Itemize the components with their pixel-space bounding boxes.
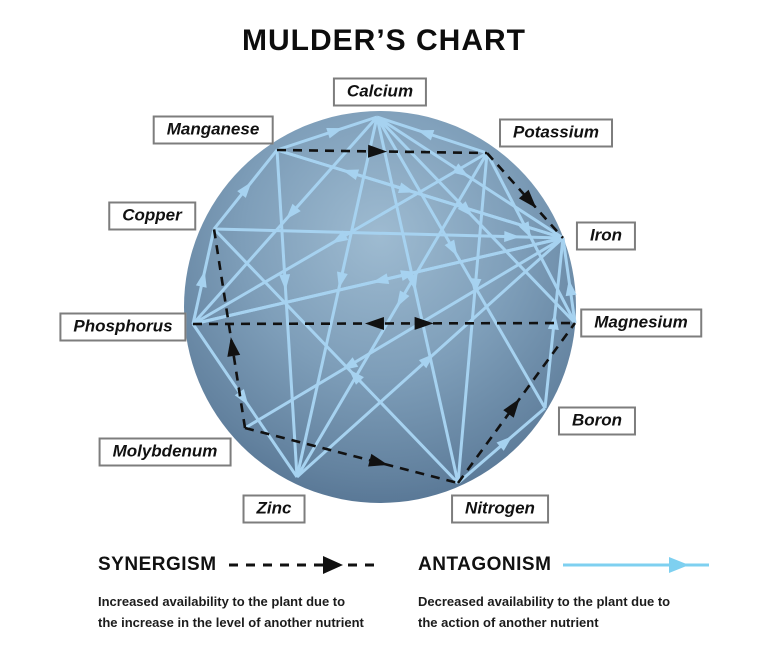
antagonism-lines bbox=[191, 115, 577, 485]
arrowhead-P-Zn bbox=[234, 389, 249, 406]
arrowhead-B-Fe bbox=[547, 313, 559, 330]
arrowhead-Cu-Fe bbox=[504, 230, 521, 242]
edge-antagonism-Mn-Ca bbox=[276, 115, 378, 152]
edge-antagonism-Ca-Fe bbox=[376, 115, 564, 240]
arrowhead-K-Zn bbox=[396, 290, 410, 308]
antagonism-arrow-icon bbox=[563, 557, 710, 573]
synergism-dashed-arrow-icon bbox=[228, 556, 375, 574]
antagonism-title: ANTAGONISM bbox=[418, 554, 552, 575]
edge-antagonism-Ca-N bbox=[375, 116, 460, 484]
arrowhead-K-Ca bbox=[417, 129, 435, 141]
arrowhead-Mo-Cu bbox=[227, 337, 241, 357]
legend-antagonism: ANTAGONISM Decreased availability to the… bbox=[418, 552, 738, 634]
arrowhead-Cu-Mn bbox=[237, 181, 252, 198]
arrowhead-Ca-Mg bbox=[457, 201, 473, 217]
arrowhead-N-Cu bbox=[348, 369, 364, 385]
arrowhead-Ca-Fe bbox=[452, 163, 469, 177]
arrowhead-N-B bbox=[496, 436, 513, 451]
arrowhead-K-Fe bbox=[518, 189, 537, 209]
arrowhead-Ca-P bbox=[285, 203, 301, 220]
edge-antagonism-N-Cu bbox=[212, 227, 460, 485]
arrowhead-Ca-N bbox=[406, 274, 418, 292]
arrowhead-Ca-Zn bbox=[337, 271, 348, 289]
sphere-background bbox=[184, 111, 576, 503]
edge-synergism-Mn-K bbox=[276, 148, 488, 155]
arrowhead-P-Mg bbox=[414, 316, 434, 330]
edge-antagonism-K-Zn bbox=[295, 152, 489, 478]
arrowhead-P-Mg bbox=[364, 317, 384, 331]
edge-antagonism-P-Fe bbox=[192, 236, 564, 326]
synergism-title: SYNERGISM bbox=[98, 554, 217, 575]
edge-antagonism-Ca-B bbox=[375, 116, 547, 409]
arrowhead-P-Cu bbox=[195, 270, 207, 288]
edge-antagonism-Fe-Mo bbox=[244, 236, 564, 430]
arrowhead-Ca-B bbox=[444, 239, 458, 257]
arrowhead-Fe-Mn bbox=[342, 169, 360, 181]
edge-synergism-Mo-N bbox=[244, 426, 459, 485]
edge-synergism-Mo-Cu bbox=[212, 228, 247, 429]
synergism-description: Increased availability to the plant due … bbox=[98, 594, 364, 630]
arrowhead-Mn-K bbox=[368, 144, 388, 158]
arrowhead-Mg-Fe bbox=[565, 279, 577, 297]
arrowhead-Mn-Ca bbox=[326, 127, 344, 139]
antagonism-description: Decreased availability to the plant due … bbox=[418, 594, 671, 630]
edge-antagonism-Ca-Zn bbox=[295, 116, 379, 478]
page-title: MULDER’S CHART bbox=[242, 24, 526, 57]
edge-synergism-K-Fe bbox=[486, 152, 564, 239]
arrowhead-Mn-Zn bbox=[279, 274, 291, 291]
legend-synergism: SYNERGISM Increased availability to the … bbox=[98, 552, 408, 634]
edge-antagonism-Mn-Zn bbox=[275, 149, 299, 478]
arrowhead-Mo-N bbox=[368, 453, 389, 467]
synergism-lines bbox=[192, 144, 577, 485]
arrowhead-N-Mg bbox=[503, 398, 520, 418]
